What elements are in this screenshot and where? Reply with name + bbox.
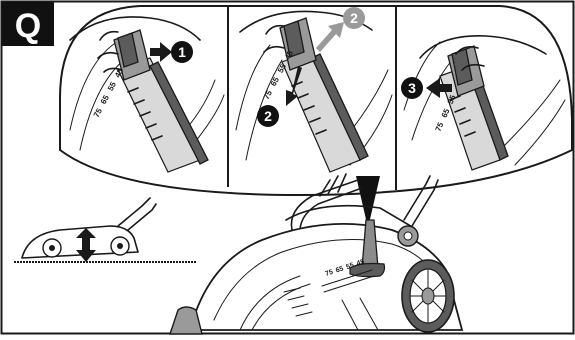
callout-1 [171, 41, 193, 63]
mower-deck [188, 223, 464, 331]
scale-55: 55 [446, 93, 458, 105]
callout-2-up [343, 7, 365, 29]
hand-outline [419, 35, 547, 59]
callout-3 [401, 77, 423, 99]
height-scale: 75 65 55 [434, 93, 458, 133]
detail-panel-2: 75 65 55 45 2 2 [235, 7, 393, 173]
up-down-arrow-icon [76, 228, 96, 262]
raise-arrow-icon [316, 22, 344, 52]
mower-scale-45: 45 [356, 259, 366, 268]
mower-height-scale: 75 65 55 45 [324, 259, 365, 278]
detail-panel-3: 75 65 55 3 [401, 35, 566, 171]
scale-65: 65 [440, 107, 452, 119]
front-wheel [169, 306, 203, 335]
callout-2-up-label: 2 [350, 10, 358, 26]
lawn-mower: 75 65 55 45 [169, 173, 464, 335]
detail-pointer-icon [356, 176, 380, 228]
step-label: Q [15, 7, 41, 45]
callout-2-down [257, 105, 279, 127]
height-adjust-icon [14, 197, 196, 263]
mower-scale-75: 75 [324, 269, 334, 278]
callout-1-label: 1 [178, 44, 186, 60]
mower-top [285, 204, 415, 229]
pull-arrow-icon [150, 42, 172, 62]
mower-scale-55: 55 [345, 262, 355, 271]
lower-arrow-icon [286, 66, 302, 106]
push-arrow-icon [426, 78, 452, 98]
step-badge: Q [2, 2, 54, 46]
callout-3-label: 3 [408, 80, 416, 96]
hand-outline [69, 16, 201, 41]
mower-scale-65: 65 [335, 265, 345, 274]
scale-75: 75 [434, 121, 446, 133]
detail-panel-1: 75 65 55 45 1 [69, 16, 225, 173]
rear-wheel [401, 259, 455, 333]
callout-2-down-label: 2 [264, 108, 272, 124]
